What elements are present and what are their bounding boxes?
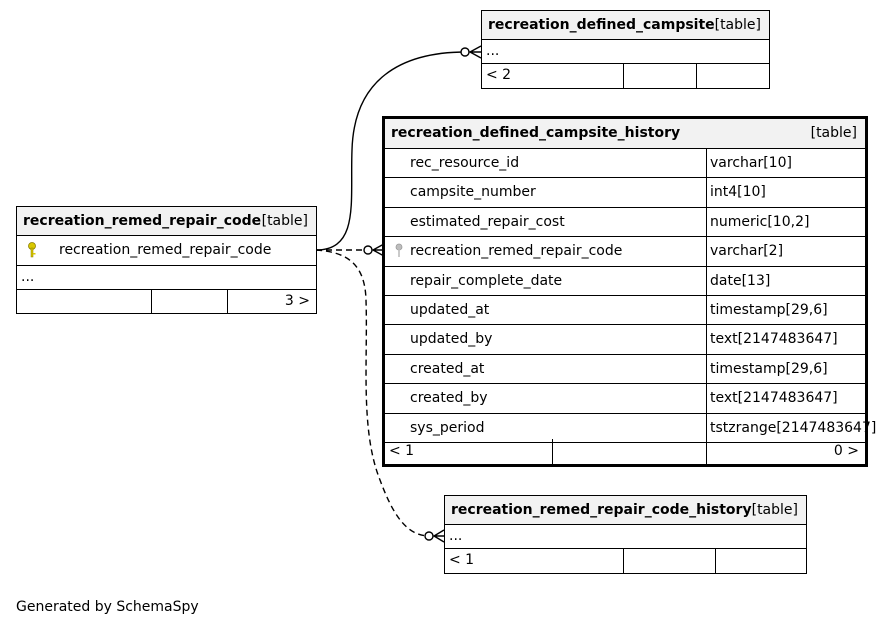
parents-count[interactable] — [21, 290, 151, 314]
column-row[interactable]: estimated_repair_cost numeric[10,2] — [385, 207, 865, 238]
rows-count — [151, 290, 227, 314]
edge-repair-code-to-campsite-zero-marker — [460, 47, 470, 57]
table-recreation-defined-campsite[interactable]: recreation_defined_campsite [table] ... … — [481, 10, 770, 89]
table-recreation-defined-campsite-history[interactable]: recreation_defined_campsite_history [tab… — [382, 116, 876, 467]
table-footer: < 1 — [445, 549, 806, 573]
edge-repair-code-to-code-history-crow-foot — [432, 529, 445, 543]
table-body: ... — [17, 266, 316, 290]
edge-repair-code-to-campsite-crow-foot — [468, 45, 482, 59]
column-row[interactable]: created_at timestamp[29,6] — [385, 354, 865, 385]
column-row[interactable]: recreation_remed_repair_code varchar[2] — [385, 237, 865, 267]
column-row[interactable]: campsite_number int4[10] — [385, 178, 865, 208]
column-row-primary-key[interactable]: recreation_remed_repair_code — [17, 236, 316, 266]
table-name[interactable]: recreation_defined_campsite — [488, 17, 715, 33]
table-name[interactable]: recreation_remed_repair_code_history — [451, 502, 752, 518]
table-header: recreation_remed_repair_code_history [ta… — [445, 496, 806, 525]
column-type: timestamp[29,6] — [706, 296, 865, 325]
table-recreation-remed-repair-code[interactable]: recreation_remed_repair_code [table] rec… — [16, 206, 317, 314]
table-header: recreation_defined_campsite_history [tab… — [385, 119, 865, 149]
edge-repair-code-to-code-history — [315, 249, 429, 537]
edge-repair-code-to-code-history-zero-marker — [424, 531, 434, 541]
column-row[interactable]: updated_at timestamp[29,6] — [385, 296, 865, 326]
column-type: int4[10] — [706, 178, 865, 207]
table-body: ... — [482, 40, 769, 64]
column-row[interactable]: repair_complete_date date[13] — [385, 266, 865, 296]
table-name[interactable]: recreation_defined_campsite_history — [391, 125, 681, 141]
column-type: tstzrange[2147483647] — [706, 413, 876, 442]
table-footer: < 2 — [482, 64, 769, 88]
column-type: numeric[10,2] — [706, 207, 865, 237]
children-count[interactable]: 3 > — [227, 290, 316, 314]
column-type: text[2147483647] — [706, 384, 865, 413]
column-name: estimated_repair_cost — [410, 213, 565, 230]
children-count[interactable]: 0 > — [706, 439, 865, 464]
column-row[interactable]: updated_by text[2147483647] — [385, 325, 865, 355]
table-recreation-remed-repair-code-history[interactable]: recreation_remed_repair_code_history [ta… — [444, 495, 807, 574]
table-body: ... — [445, 525, 806, 549]
column-name: rec_resource_id — [410, 155, 520, 171]
edge-repair-code-to-campsite — [315, 51, 467, 251]
children-count[interactable] — [715, 549, 806, 573]
rows-count — [623, 549, 715, 573]
column-name: updated_by — [410, 331, 493, 348]
table-footer: 3 > — [17, 290, 316, 314]
table-header: recreation_remed_repair_code [table] — [17, 207, 316, 236]
column-name: repair_complete_date — [410, 272, 563, 289]
column-name: created_at — [410, 360, 485, 377]
column-row[interactable]: sys_period tstzrange[2147483647] — [385, 413, 876, 443]
column-row[interactable]: created_by text[2147483647] — [385, 384, 865, 414]
children-count[interactable] — [696, 64, 769, 88]
parents-count[interactable]: < 1 — [449, 552, 475, 568]
table-header: recreation_defined_campsite [table] — [482, 11, 769, 40]
foreign-key-icon — [393, 237, 407, 265]
table-type-tag: [table] — [261, 213, 308, 229]
column-name: sys_period — [410, 419, 485, 436]
table-type-tag: [table] — [714, 17, 761, 33]
table-footer: < 1 0 > — [385, 439, 865, 464]
generated-by-footer: Generated by SchemaSpy — [16, 599, 199, 615]
table-name[interactable]: recreation_remed_repair_code — [23, 213, 262, 229]
column-name: recreation_remed_repair_code — [59, 242, 272, 258]
column-name: campsite_number — [410, 184, 536, 201]
rows-count — [623, 64, 696, 88]
column-type: date[13] — [706, 266, 865, 295]
rows-count — [552, 439, 706, 464]
edge-repair-code-to-campsite-history-zero-marker — [363, 245, 373, 255]
column-type: varchar[2] — [706, 237, 865, 266]
elided-columns: ... — [449, 528, 463, 544]
column-name: recreation_remed_repair_code — [410, 243, 623, 260]
elided-columns: ... — [21, 269, 35, 285]
column-type: timestamp[29,6] — [706, 354, 865, 384]
column-row[interactable]: rec_resource_id varchar[10] — [385, 149, 865, 179]
column-type: text[2147483647] — [706, 325, 865, 354]
table-type-tag: [table] — [810, 125, 857, 141]
parents-count[interactable]: < 2 — [486, 67, 512, 83]
column-type: varchar[10] — [706, 149, 865, 178]
elided-columns: ... — [486, 43, 500, 59]
column-name: updated_at — [410, 302, 490, 318]
column-name: created_by — [410, 390, 488, 407]
parents-count[interactable]: < 1 — [389, 443, 415, 459]
table-type-tag: [table] — [751, 502, 798, 518]
primary-key-icon — [25, 236, 41, 265]
